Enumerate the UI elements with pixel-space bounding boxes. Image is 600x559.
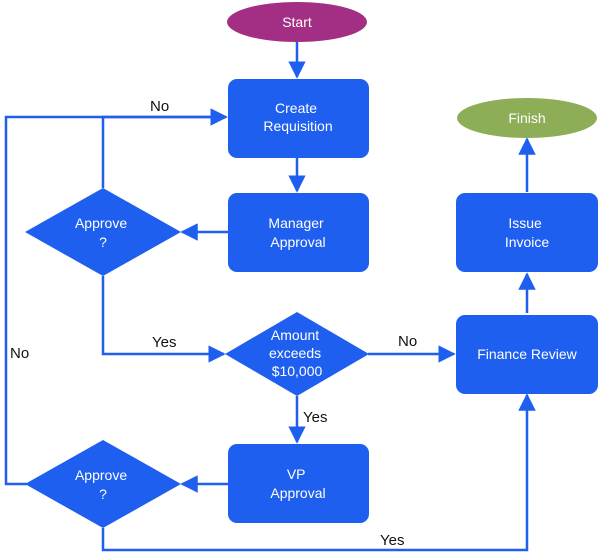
create-requisition-label: Create Requisition (263, 100, 332, 134)
edge-label-amount-yes: Yes (303, 409, 327, 426)
approve-vp-label: Approve ? (75, 467, 131, 502)
edge-label-vp-yes: Yes (380, 532, 404, 549)
issue-invoice-box (456, 193, 598, 272)
start-node (227, 2, 367, 42)
amount-exceeds-diamond (225, 312, 369, 396)
edge-approve-no-to-create (101, 108, 228, 188)
approve-manager-diamond (25, 188, 181, 276)
edge-vp-approve-no-to-create (4, 108, 228, 486)
amount-exceeds-label: Amount exceeds $10,000 (269, 327, 325, 379)
edge-label-manager-yes: Yes (152, 334, 176, 351)
finance-review-label: Finance Review (477, 346, 577, 362)
approve-manager-label: Approve ? (75, 215, 131, 250)
finish-node (457, 98, 597, 138)
manager-approval-label: Manager Approval (268, 215, 327, 250)
vp-approval-label: VP Approval (270, 466, 325, 501)
manager-approval-box (228, 193, 369, 272)
edge-label-amount-no: No (398, 333, 417, 350)
approve-vp-diamond (25, 440, 181, 528)
edge-vp-approve-yes-to-finance (101, 393, 536, 552)
create-requisition-box (228, 79, 369, 158)
edge-approve-yes-to-amount (101, 276, 226, 363)
finance-review-box (456, 315, 598, 394)
start-label: Start (282, 14, 312, 30)
edge-label-vp-no: No (10, 345, 29, 362)
finish-label: Finish (508, 110, 545, 126)
connectors (4, 42, 536, 552)
edge-label-manager-no: No (150, 98, 169, 115)
vp-approval-box (228, 444, 369, 523)
issue-invoice-label: Issue Invoice (505, 215, 550, 250)
